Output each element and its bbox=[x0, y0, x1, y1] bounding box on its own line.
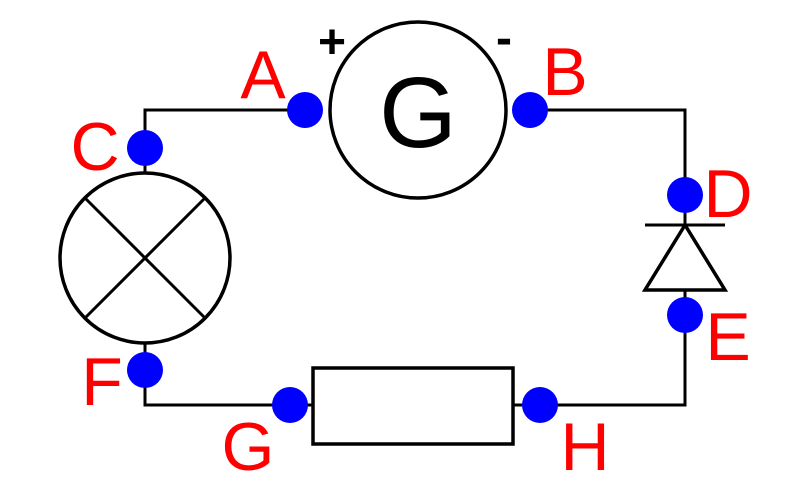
node-dot-h bbox=[522, 387, 558, 423]
node-label-c: C bbox=[70, 109, 119, 185]
node-dot-b bbox=[512, 92, 548, 128]
node-dot-a bbox=[287, 92, 323, 128]
generator-body bbox=[328, 20, 508, 200]
node-dot-c bbox=[127, 130, 163, 166]
node-label-h: H bbox=[560, 409, 609, 485]
node-dot-f bbox=[127, 352, 163, 388]
node-labels: A B C D E F G H bbox=[70, 34, 752, 485]
generator-symbol: G bbox=[379, 57, 457, 169]
node-label-g: G bbox=[222, 409, 275, 485]
wire-f-g bbox=[143, 370, 290, 407]
wire-b-d bbox=[530, 108, 687, 195]
diode-triangle bbox=[641, 221, 729, 292]
node-label-e: E bbox=[705, 299, 750, 375]
diode-icon bbox=[641, 221, 729, 292]
lamp-cross-2 bbox=[83, 196, 207, 320]
node-dot-d bbox=[667, 177, 703, 213]
wire-e-h bbox=[540, 315, 687, 407]
node-dot-e bbox=[667, 297, 703, 333]
resistor-body bbox=[311, 366, 515, 446]
node-dot-g bbox=[272, 387, 308, 423]
wire-a-c bbox=[143, 108, 305, 148]
negative-terminal-sign: - bbox=[496, 12, 512, 65]
generator-icon: G + - bbox=[318, 12, 512, 200]
node-label-b: B bbox=[542, 34, 587, 110]
node-dots bbox=[127, 92, 703, 423]
resistor-icon bbox=[311, 366, 515, 446]
node-label-f: F bbox=[81, 344, 123, 420]
positive-terminal-sign: + bbox=[318, 16, 346, 69]
lamp-icon bbox=[58, 171, 232, 345]
node-label-d: D bbox=[703, 156, 752, 232]
node-label-a: A bbox=[240, 37, 286, 113]
